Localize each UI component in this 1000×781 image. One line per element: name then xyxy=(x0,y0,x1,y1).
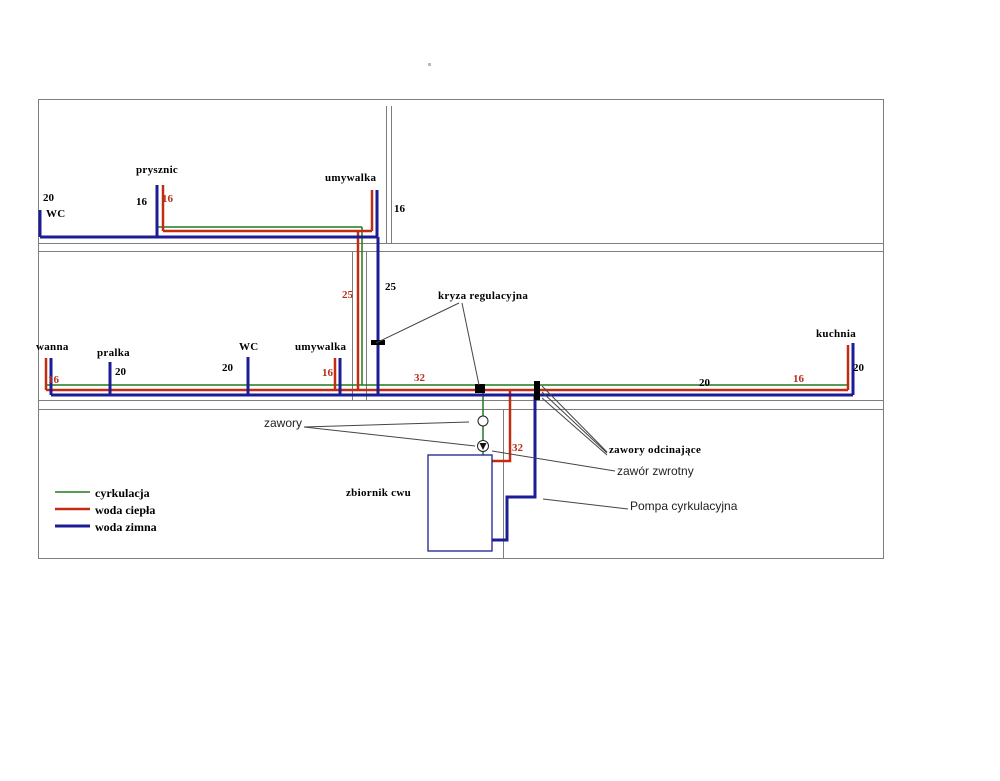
wc-f0-diameter: 20 xyxy=(222,362,233,374)
hot-water-pipes xyxy=(44,185,850,511)
pump-pointer xyxy=(542,498,629,510)
valve-symbols xyxy=(477,415,489,452)
cold-basement-feed xyxy=(492,395,537,542)
zawory-odcinajace-label: zawory odcinające xyxy=(609,444,702,456)
legend-cold-label: woda zimna xyxy=(95,520,157,534)
zawory-label: zawory xyxy=(264,416,303,430)
wall-lines xyxy=(38,63,884,559)
legend-hot-label: woda ciepła xyxy=(95,503,156,517)
shutoff-pointer-1 xyxy=(541,385,608,453)
shutoff-pointer-3 xyxy=(541,397,608,456)
cold-water-pipes xyxy=(38,185,855,552)
umywalka-f1-diameter: 16 xyxy=(394,203,405,215)
kryza-label: kryza regulacyjna xyxy=(438,290,529,302)
shutoff-mark-hot xyxy=(534,386,540,394)
wc-f1-diameter: 20 xyxy=(43,192,54,204)
circulation-pipes xyxy=(46,226,848,493)
legend-circulation-label: cyrkulacja xyxy=(95,486,150,500)
zawory-pointer-1 xyxy=(303,421,470,428)
kuchnia-label: kuchnia xyxy=(816,328,857,340)
wc-f1-label: WC xyxy=(46,208,66,220)
zawor-zwrotny-label: zawór zwrotny xyxy=(617,464,694,478)
zbiornik-label: zbiornik cwu xyxy=(346,487,412,499)
hot-riser-diameter: 25 xyxy=(342,289,353,301)
hot-basement-feed xyxy=(492,390,512,463)
pralka-label: pralka xyxy=(97,347,130,359)
check-valve-pointer xyxy=(491,450,616,472)
umywalka-f0-hot-diameter: 16 xyxy=(322,367,333,379)
pralka-diameter: 20 xyxy=(115,366,126,378)
umywalka-f1-label: umywalka xyxy=(325,172,377,184)
main-hot-diameter: 32 xyxy=(414,372,425,384)
kryza-pointer-1 xyxy=(375,302,460,344)
shutoff-pointer-2 xyxy=(541,391,608,454)
kuchnia-cold-diameter: 20 xyxy=(853,362,864,374)
zawory-pointer-2 xyxy=(303,426,476,447)
cold-riser-diameter: 25 xyxy=(385,281,396,293)
pointer-lines xyxy=(303,302,629,510)
prysznic-label: prysznic xyxy=(136,164,179,176)
wc-f0-label: WC xyxy=(239,341,259,353)
basement-cold-diameter: 32 xyxy=(512,442,523,454)
shutoff-mark-cold xyxy=(534,391,540,400)
umywalka-f0-label: umywalka xyxy=(295,341,347,353)
stray-mark xyxy=(428,63,431,66)
kryza-pointer-2 xyxy=(461,302,480,386)
wanna-label: wanna xyxy=(36,341,69,353)
main-cold-diameter: 20 xyxy=(699,377,710,389)
check-valve-triangle xyxy=(479,443,487,450)
pompa-label: Pompa cyrkulacyjna xyxy=(630,499,738,513)
building-outline xyxy=(38,99,884,559)
prysznic-cold-diameter: 16 xyxy=(136,196,147,208)
dhw-tank xyxy=(427,454,493,552)
valve-circle xyxy=(477,415,489,427)
kryza-mark-run xyxy=(475,384,485,393)
wanna-hot-diameter: 16 xyxy=(48,374,59,386)
kuchnia-hot-diameter: 16 xyxy=(793,373,804,385)
shutoff-mark-circulation xyxy=(534,381,540,389)
prysznic-hot-diameter: 16 xyxy=(162,193,173,205)
